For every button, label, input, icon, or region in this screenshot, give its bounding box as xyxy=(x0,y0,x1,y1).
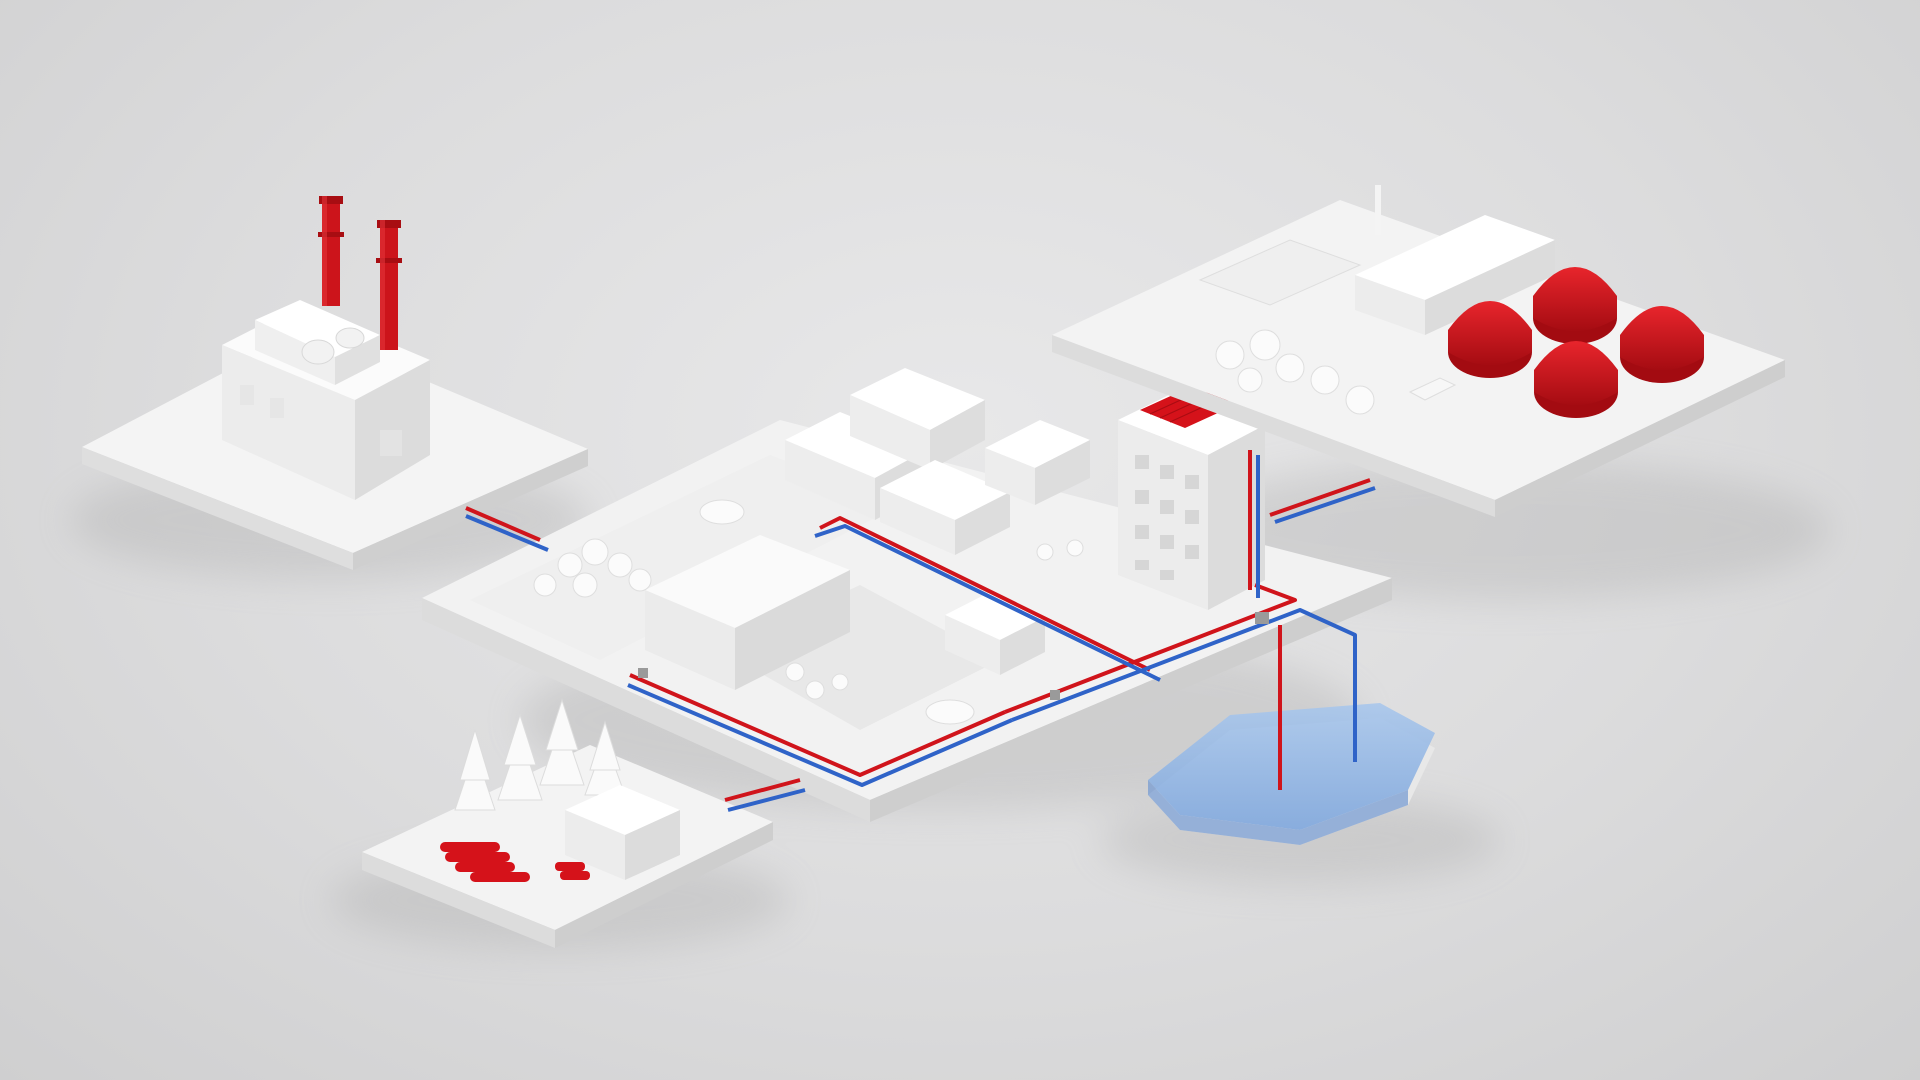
power-plant-icon xyxy=(222,300,430,500)
pipe-junctions xyxy=(638,612,1269,700)
timber-log-icon xyxy=(440,842,590,882)
industrial-trees xyxy=(1215,329,1457,415)
pine-tree-icon xyxy=(454,698,626,811)
smokestack-icon xyxy=(318,196,402,350)
row-houses-group xyxy=(645,368,1090,690)
storage-tank-icon xyxy=(1448,267,1704,418)
warehouse-building xyxy=(1198,185,1555,335)
city-trees xyxy=(533,499,1084,725)
cold-pipeline xyxy=(465,455,1376,812)
water-reservoir-icon xyxy=(1148,703,1435,845)
hot-pipeline xyxy=(465,450,1371,802)
cabin-building xyxy=(565,785,680,880)
